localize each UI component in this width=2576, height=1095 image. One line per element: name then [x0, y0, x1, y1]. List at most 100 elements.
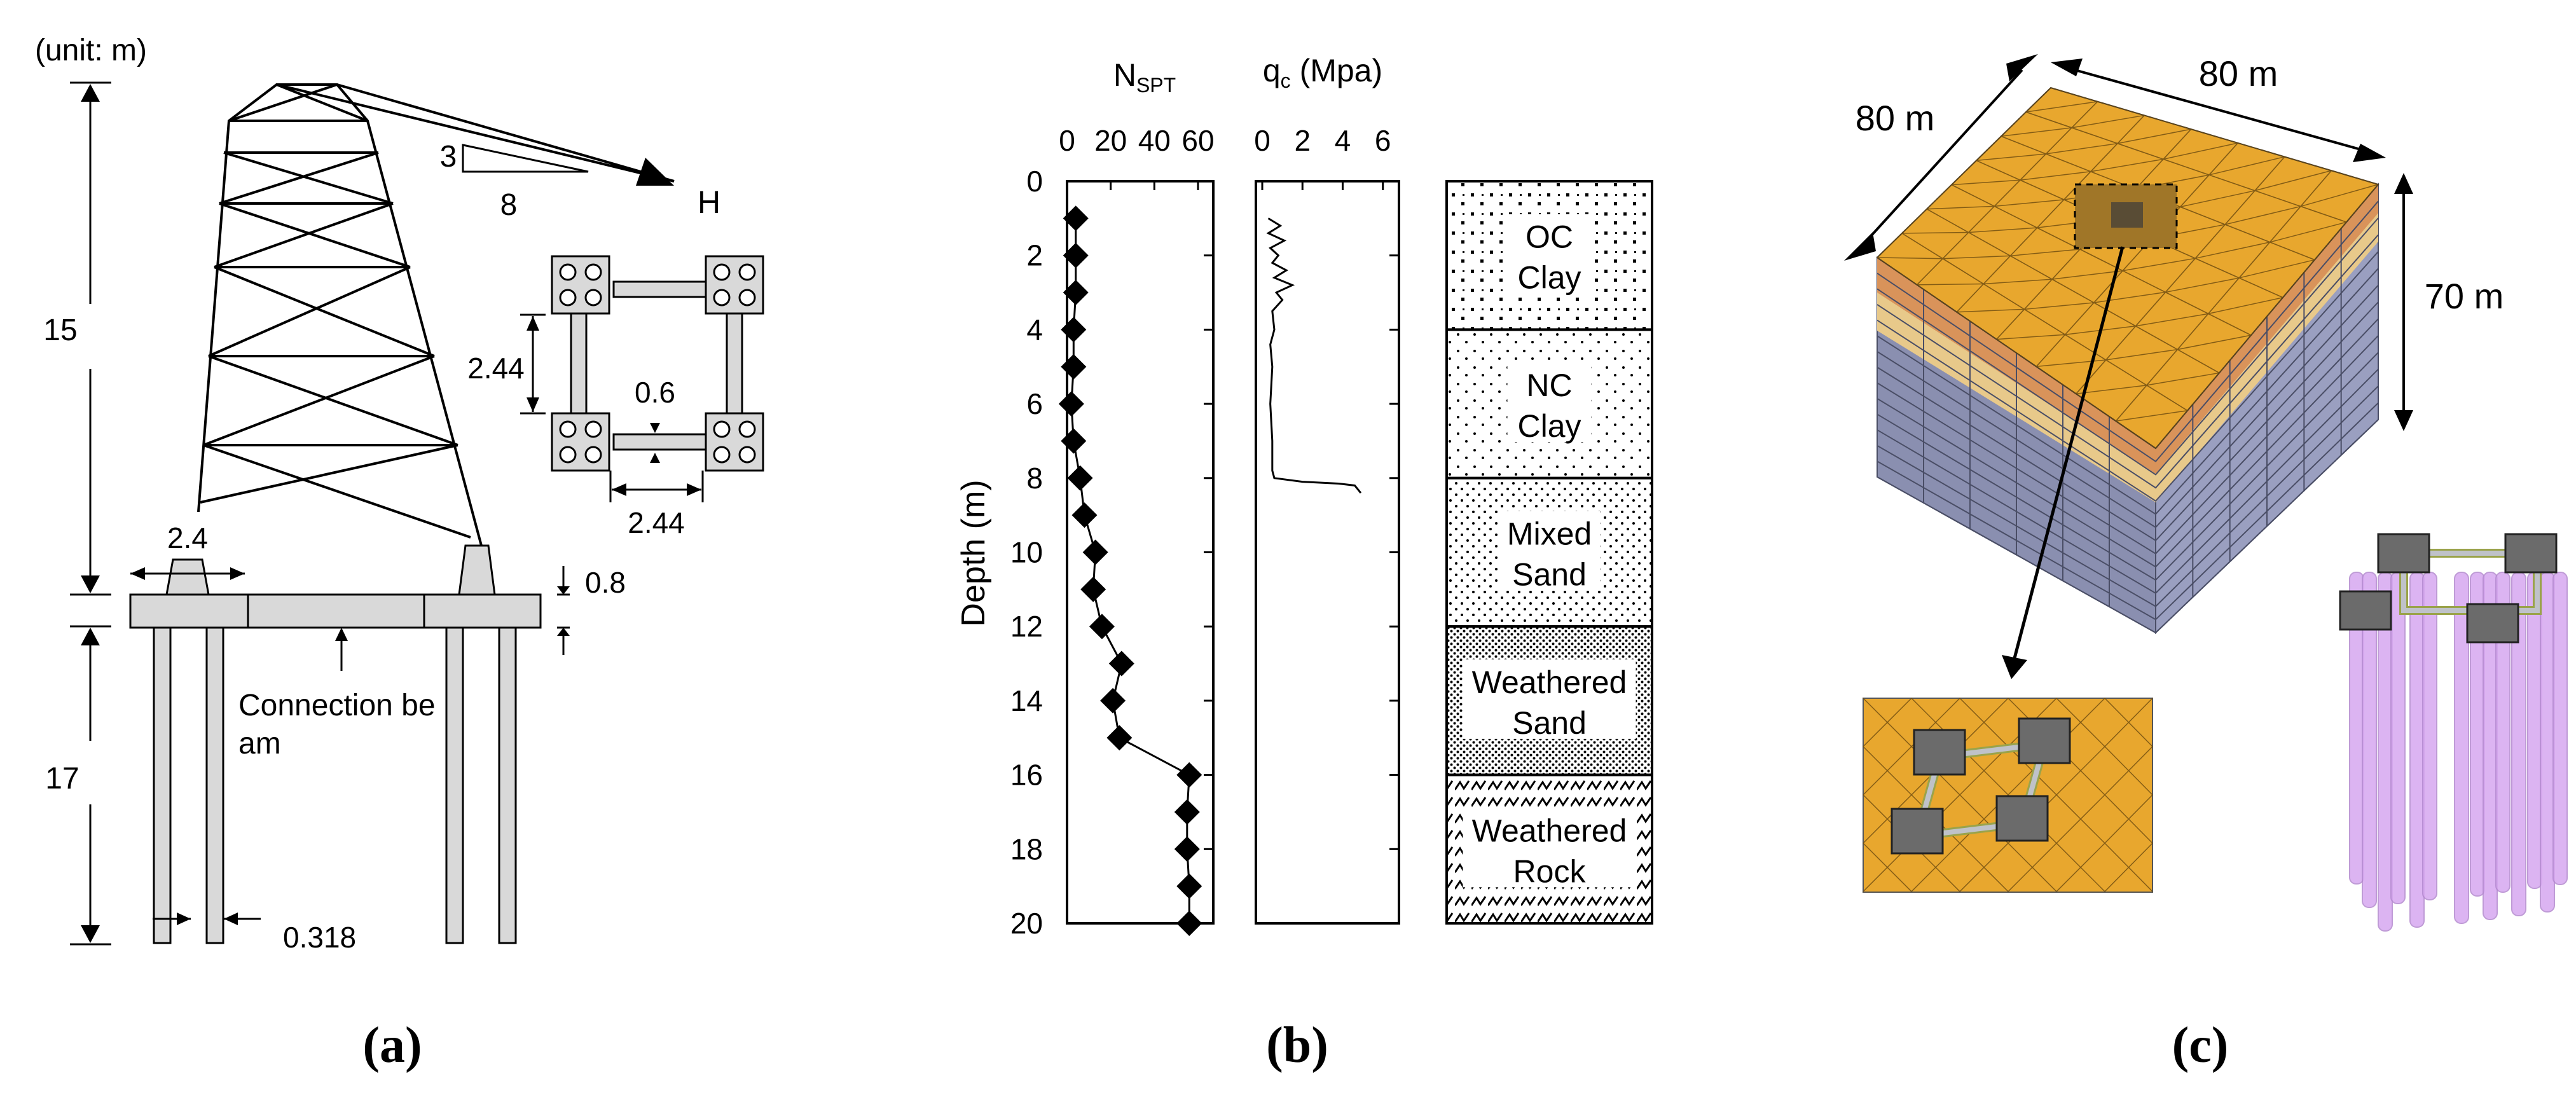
- pile-3d: [2362, 572, 2377, 908]
- dim-pile-diameter: 0.318: [283, 921, 356, 954]
- soil-label-line2: Clay: [1517, 408, 1581, 444]
- caption-c: (c): [2172, 1017, 2229, 1073]
- mesh-diagonal: [1996, 334, 2065, 340]
- nspt-point: [1100, 687, 1126, 713]
- depth-tick-label: 6: [1026, 387, 1043, 420]
- mesh-diagonal: [1994, 199, 2064, 207]
- soil-block-3d: [1876, 86, 2380, 635]
- mesh-diagonal: [2010, 249, 2080, 257]
- soil-label-line1: Mixed: [1507, 516, 1592, 552]
- mesh-diagonal: [2105, 348, 2178, 361]
- nspt-point: [1058, 391, 1084, 417]
- nspt-point: [1071, 502, 1098, 528]
- dim-arrow-left: [1859, 69, 2023, 249]
- mesh-diagonal: [2208, 297, 2283, 315]
- soil-label-line1: Weathered: [1472, 813, 1627, 848]
- mesh-diagonal: [2165, 277, 2240, 293]
- nspt-point: [1067, 465, 1093, 491]
- caption-a: (a): [362, 1017, 422, 1073]
- depth-tick-label: 8: [1026, 462, 1043, 495]
- load-arrow-head: [636, 158, 674, 186]
- load-label: H: [698, 184, 720, 220]
- soil-label-line2: Clay: [1517, 260, 1581, 296]
- inset-mesh-line: [2104, 843, 2153, 892]
- mesh-diagonal: [2116, 410, 2188, 422]
- inset-mesh-line: [1863, 746, 1912, 795]
- nspt-title: NSPT: [1113, 57, 1176, 97]
- qc-line: [1266, 217, 1362, 494]
- inset-mesh-line: [2056, 746, 2105, 795]
- soil-label-line2: Sand: [1512, 557, 1587, 593]
- mesh-diagonal: [1917, 283, 1984, 286]
- inset-mesh-line: [2104, 794, 2153, 844]
- soil-label-line1: OC: [1526, 219, 1573, 255]
- nspt-point: [1176, 762, 1202, 788]
- dim-arrow-right: [2063, 65, 2373, 154]
- zoom-leader-arrow: [2013, 246, 2125, 659]
- qc-tick-label: 4: [1335, 124, 1351, 157]
- mesh-diagonal: [1983, 279, 2053, 285]
- pile-3d: [2540, 572, 2555, 912]
- inset-mesh-line: [2104, 698, 2153, 747]
- nspt-point: [1061, 428, 1087, 454]
- pile-group-3d: [2339, 533, 2568, 932]
- mesh-diagonal: [2300, 184, 2379, 207]
- mesh-diagonal: [2090, 158, 2164, 172]
- qc-series: [1266, 217, 1362, 494]
- plan-cap-br: [705, 412, 764, 472]
- inset-mesh-line: [2056, 843, 2105, 892]
- nspt-line: [1070, 218, 1190, 923]
- pedestal-left: [165, 558, 210, 596]
- soil-label-backdrop: [1498, 511, 1601, 591]
- inset-mesh-line: [1863, 794, 1912, 844]
- soil-label-line2: Rock: [1513, 853, 1587, 889]
- nspt-point: [1174, 799, 1200, 825]
- plan-cap-tl: [551, 255, 610, 315]
- mesh-diagonal: [1976, 153, 2046, 162]
- pile-3d: [2527, 572, 2542, 889]
- plan-cap-bl: [551, 412, 610, 472]
- connection-label-line2: am: [238, 727, 281, 761]
- pedestal-right: [458, 544, 496, 596]
- nspt-tick-label: 20: [1094, 124, 1127, 157]
- pile-3d: [2495, 572, 2511, 893]
- panel-a-structure: (unit: m) 15 17: [35, 34, 764, 1073]
- mesh-diagonal: [2123, 258, 2196, 272]
- caption-b: (b): [1266, 1017, 1328, 1073]
- soil-label-line1: Weathered: [1472, 665, 1627, 700]
- pile-3d: [2454, 572, 2469, 924]
- soil-label-backdrop: [1463, 659, 1636, 739]
- qc-tick-label: 2: [1294, 124, 1311, 157]
- piles: [153, 625, 517, 944]
- soil-layer: OC Clay: [1445, 180, 1653, 331]
- mesh-diagonal: [2117, 128, 2191, 144]
- mesh-diagonal: [2020, 171, 2091, 181]
- dim-plan-spacing-h: 2.44: [628, 506, 685, 539]
- inset-mesh-line: [2056, 794, 2105, 844]
- nspt-point: [1082, 539, 1108, 565]
- depth-tick-label: 14: [1010, 684, 1043, 717]
- dim-beam-depth: 0.8: [585, 566, 626, 599]
- nspt-point: [1176, 873, 1202, 899]
- mesh-diagonal: [2177, 334, 2252, 350]
- soil-label-backdrop: [1507, 214, 1592, 294]
- qc-tick-label: 0: [1254, 124, 1271, 157]
- depth-axis-label: Depth (m): [955, 479, 992, 626]
- mesh-diagonal: [2076, 385, 2147, 395]
- inset-mesh-line: [1959, 843, 2009, 892]
- connection-beam: [129, 593, 542, 629]
- nspt-point: [1061, 317, 1087, 343]
- unit-label: (unit: m): [35, 34, 147, 67]
- nspt-point: [1063, 280, 1089, 306]
- soil-label-backdrop: [1507, 362, 1592, 443]
- inset-mesh-line: [2008, 843, 2057, 892]
- pile-cap-plan-view: 2.44 2.44 0.6: [467, 255, 764, 539]
- pile-3d: [2409, 572, 2425, 928]
- nspt-point: [1176, 911, 1202, 936]
- zoom-inset: [1863, 698, 2153, 893]
- dim-plan-spacing-v: 2.44: [467, 352, 525, 385]
